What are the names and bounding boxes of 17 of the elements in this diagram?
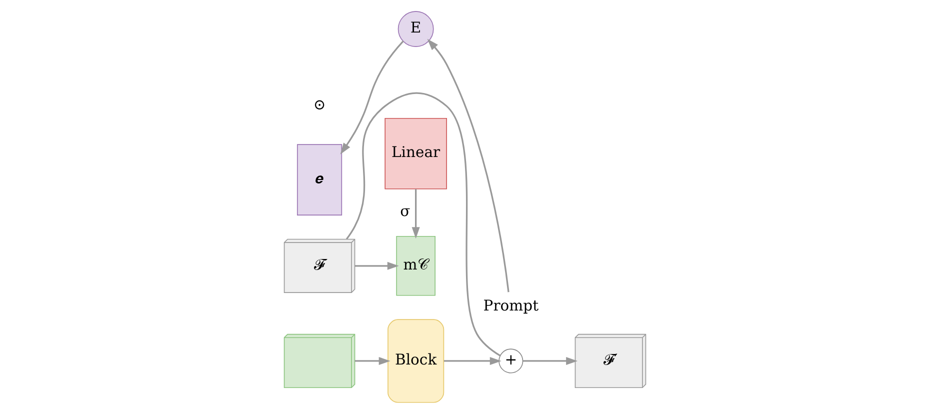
node-circle: + [498, 348, 524, 374]
node-box: 𝒆 [296, 144, 342, 216]
node-box: m𝒞 [396, 236, 436, 296]
arrow [340, 40, 404, 154]
node-box: Linear [384, 118, 447, 190]
edge-label: σ [400, 203, 410, 220]
arrow [354, 262, 399, 270]
arrow [412, 189, 420, 239]
label: ⊙ [313, 96, 326, 114]
node-circle: E [398, 11, 434, 47]
arrow [444, 356, 502, 365]
arrow [427, 38, 510, 292]
connector [346, 92, 501, 356]
node-text: Prompt [483, 297, 539, 314]
node-box: Block [388, 319, 444, 403]
arrow [354, 356, 390, 365]
arrow [522, 356, 578, 365]
